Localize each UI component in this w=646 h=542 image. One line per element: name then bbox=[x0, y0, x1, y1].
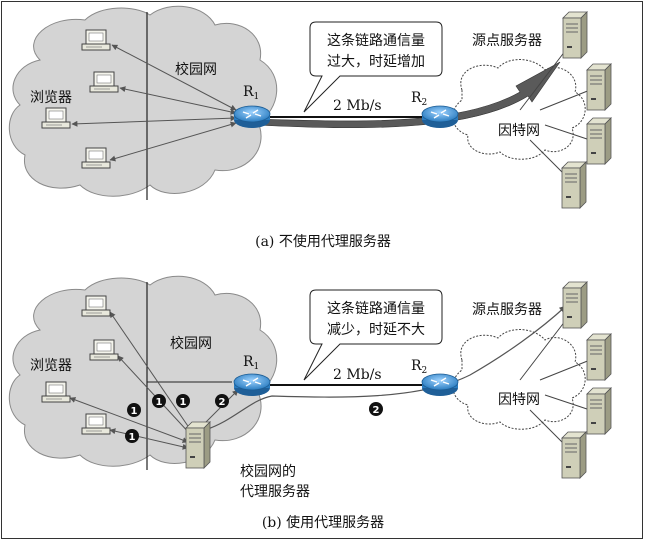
proxy-label-line2: 代理服务器 bbox=[240, 484, 310, 500]
internet-server-2 bbox=[586, 117, 612, 165]
proxy-origin-path bbox=[204, 305, 567, 431]
step-marker-1: 1 bbox=[176, 394, 190, 408]
r2-label: R2 bbox=[411, 90, 427, 108]
internet-server-b1 bbox=[586, 333, 612, 381]
svg-text:1: 1 bbox=[156, 397, 163, 408]
link-bandwidth-label: 2 Mb/s bbox=[333, 98, 382, 114]
internet-server-1 bbox=[586, 63, 612, 111]
browser-label: 浏览器 bbox=[30, 90, 72, 106]
router-r2 bbox=[421, 105, 459, 129]
internet-label-b: 因特网 bbox=[498, 392, 540, 408]
caption-b: (b) 使用代理服务器 bbox=[262, 514, 384, 531]
svg-text:2: 2 bbox=[219, 397, 226, 408]
step-marker-2: 2 bbox=[369, 402, 383, 416]
panel-b: 这条链路通信量 减少，时延不大 1 1 1 1 2 2 浏览器 校园网 bbox=[8, 275, 612, 531]
internet-server-b2 bbox=[586, 387, 612, 435]
client-pc-b3 bbox=[41, 381, 71, 403]
origin-server-b bbox=[562, 281, 588, 329]
client-pc-b2 bbox=[89, 339, 119, 361]
router-r1-b bbox=[233, 373, 271, 397]
browser-proxy-arrows bbox=[69, 311, 239, 450]
r2-label-b: R2 bbox=[411, 358, 427, 376]
proxy-label-line1: 校园网的 bbox=[240, 463, 296, 480]
r1-label: R1 bbox=[243, 84, 259, 102]
origin-server-label-b: 源点服务器 bbox=[472, 302, 542, 318]
callout-b-text-line2: 减少，时延不大 bbox=[327, 322, 425, 338]
step-marker-1: 1 bbox=[152, 394, 166, 408]
svg-text:1: 1 bbox=[129, 432, 136, 443]
origin-server-label: 源点服务器 bbox=[472, 33, 542, 49]
callout-text-line1: 这条链路通信量 bbox=[327, 32, 425, 49]
browser-request-arrows bbox=[71, 44, 237, 162]
client-pc-1 bbox=[81, 29, 111, 51]
client-pc-4 bbox=[81, 147, 111, 169]
callout-bubble-b bbox=[303, 289, 443, 381]
step-marker-1: 1 bbox=[125, 429, 139, 443]
callout-b-text-line1: 这条链路通信量 bbox=[327, 300, 425, 317]
browser-label-b: 浏览器 bbox=[30, 358, 72, 374]
client-pc-3 bbox=[41, 107, 71, 129]
link-bandwidth-label-b: 2 Mb/s bbox=[333, 367, 382, 383]
internet-server-b3 bbox=[561, 431, 587, 479]
svg-text:1: 1 bbox=[180, 397, 187, 408]
panel-a: 这条链路通信量 过大，时延增加 浏览器 校园网 R1 R2 2 Mb/s 源点服… bbox=[8, 5, 612, 250]
router-r1 bbox=[233, 105, 271, 129]
client-pc-b1 bbox=[81, 295, 111, 317]
campus-label: 校园网 bbox=[175, 61, 217, 78]
router-r2-b bbox=[421, 373, 459, 397]
campus-label-b: 校园网 bbox=[170, 335, 212, 352]
heavy-traffic-arrow bbox=[254, 61, 561, 129]
step-marker-1: 1 bbox=[127, 403, 141, 417]
proxy-server bbox=[185, 421, 211, 469]
svg-text:1: 1 bbox=[131, 406, 138, 417]
origin-server bbox=[562, 11, 588, 59]
callout-text-line2: 过大，时延增加 bbox=[327, 54, 425, 70]
callout-bubble bbox=[303, 21, 443, 113]
r1-label-b: R1 bbox=[243, 354, 259, 372]
caption-a: (a) 不使用代理服务器 bbox=[255, 233, 391, 250]
step-marker-2: 2 bbox=[215, 394, 229, 408]
internet-cloud bbox=[452, 59, 586, 160]
internet-label: 因特网 bbox=[498, 123, 540, 139]
svg-text:2: 2 bbox=[373, 405, 380, 416]
client-pc-2 bbox=[89, 71, 119, 93]
internet-server-3 bbox=[561, 161, 587, 209]
internet-cloud-b bbox=[452, 329, 586, 430]
client-pc-b4 bbox=[81, 413, 111, 435]
